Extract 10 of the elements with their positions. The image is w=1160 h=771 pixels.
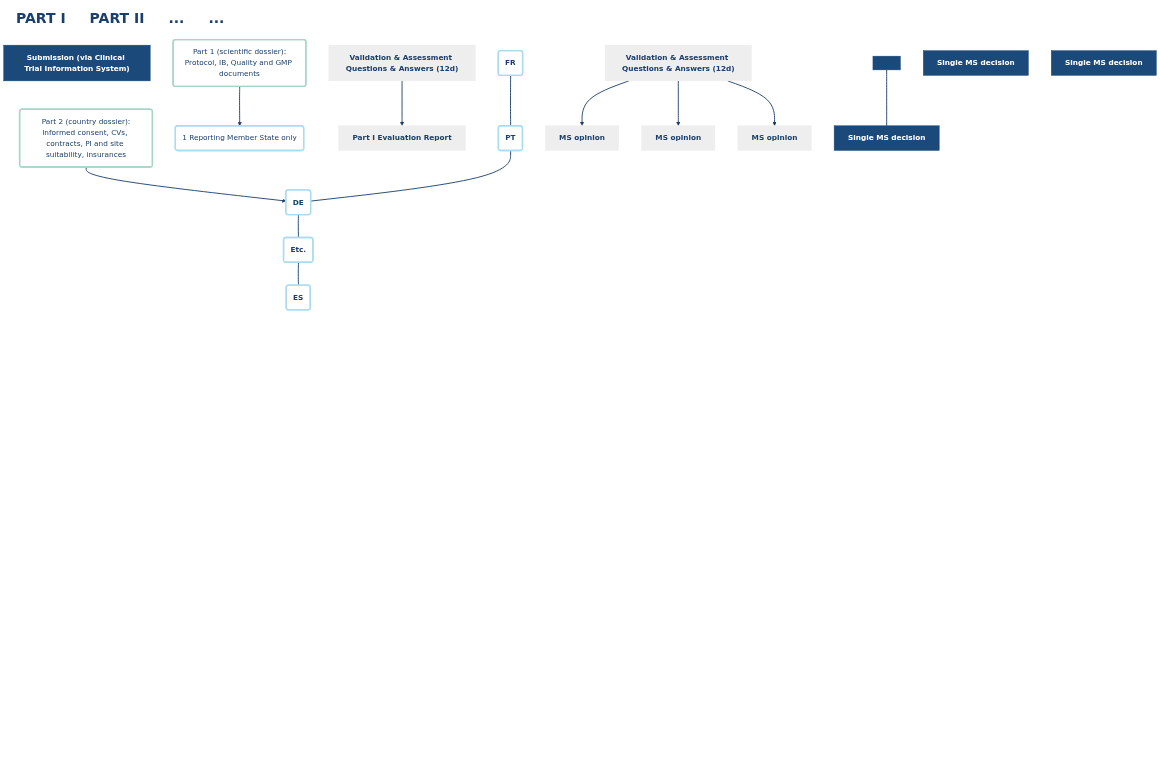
connector bbox=[310, 150, 512, 202]
connector bbox=[297, 214, 299, 239]
section-label: ... bbox=[208, 10, 225, 26]
connector bbox=[886, 69, 888, 127]
connector bbox=[510, 75, 512, 127]
node-bar bbox=[872, 55, 901, 71]
section-label: PART II bbox=[89, 10, 145, 26]
connector bbox=[297, 262, 299, 286]
section-label: ... bbox=[168, 10, 185, 26]
section-label: PART I bbox=[16, 10, 66, 26]
